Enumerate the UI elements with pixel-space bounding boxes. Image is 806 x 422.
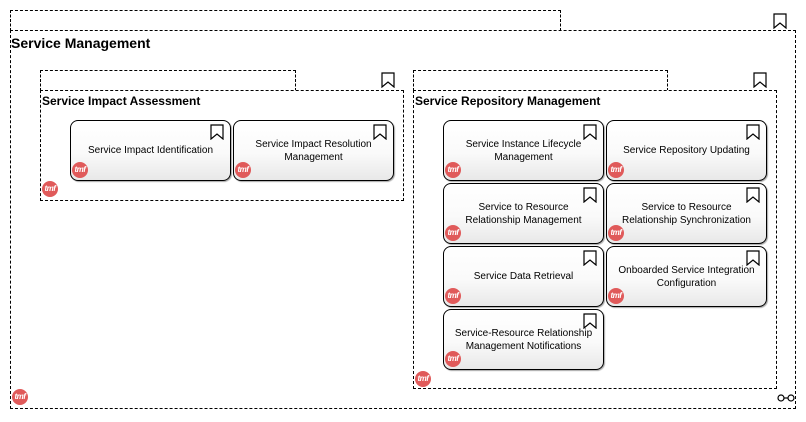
bookmark-icon (583, 313, 597, 329)
bookmark-icon (583, 187, 597, 203)
tmf-logo-icon: tmf (445, 225, 461, 241)
function-label: Service Instance Lifecycle Management (465, 138, 582, 163)
tmf-logo-icon: tmf (72, 162, 88, 178)
root-group-tab (10, 10, 561, 31)
function-label: Service to Resource Relationship Managem… (465, 201, 582, 226)
tmf-logo-icon: tmf (415, 371, 431, 387)
bookmark-icon (753, 72, 767, 88)
bookmark-icon (210, 124, 224, 140)
bookmark-icon (746, 250, 760, 266)
link-icon (777, 394, 795, 402)
bookmark-icon (381, 72, 395, 88)
function-service-resource-relationship-management-notifications[interactable]: Service-Resource Relationship Management… (443, 309, 604, 370)
function-label: Onboarded Service Integration Configurat… (618, 264, 755, 289)
function-label: Service Data Retrieval (473, 271, 574, 282)
tmf-logo-icon: tmf (608, 162, 624, 178)
tmf-logo-icon: tmf (445, 162, 461, 178)
bookmark-icon (773, 13, 787, 29)
bookmark-icon (746, 124, 760, 140)
bookmark-icon (746, 187, 760, 203)
function-service-to-resource-relationship-management[interactable]: Service to Resource Relationship Managem… (443, 183, 604, 244)
function-service-to-resource-relationship-synchronization[interactable]: Service to Resource Relationship Synchro… (606, 183, 767, 244)
bookmark-icon (583, 124, 597, 140)
function-service-repository-updating[interactable]: Service Repository Updating tmf (606, 120, 767, 181)
tmf-logo-icon: tmf (608, 288, 624, 304)
function-label: Service Repository Updating (623, 145, 750, 156)
function-label: Service to Resource Relationship Synchro… (622, 201, 751, 226)
function-service-impact-resolution-management[interactable]: Service Impact Resolution Management tmf (233, 120, 394, 181)
bookmark-icon (583, 250, 597, 266)
tmf-logo-icon: tmf (608, 225, 624, 241)
tmf-logo-icon: tmf (235, 162, 251, 178)
tmf-logo-icon: tmf (12, 389, 28, 405)
bookmark-icon (373, 124, 387, 140)
function-label: Service-Resource Relationship Management… (454, 327, 593, 352)
function-onboarded-service-integration-configuration[interactable]: Onboarded Service Integration Configurat… (606, 246, 767, 307)
function-label: Service Impact Identification (87, 145, 214, 156)
tmf-logo-icon: tmf (445, 288, 461, 304)
impact-group-tab (40, 70, 296, 91)
function-service-data-retrieval[interactable]: Service Data Retrieval tmf (443, 246, 604, 307)
function-service-instance-lifecycle-management[interactable]: Service Instance Lifecycle Management tm… (443, 120, 604, 181)
function-label: Service Impact Resolution Management (255, 138, 372, 163)
tmf-logo-icon: tmf (445, 351, 461, 367)
repository-group-title: Service Repository Management (415, 94, 601, 108)
repository-group-tab (413, 70, 668, 91)
function-service-impact-identification[interactable]: Service Impact Identification tmf (70, 120, 231, 181)
impact-group-title: Service Impact Assessment (42, 94, 201, 108)
tmf-logo-icon: tmf (42, 181, 58, 197)
root-group-title: Service Management (11, 35, 151, 51)
